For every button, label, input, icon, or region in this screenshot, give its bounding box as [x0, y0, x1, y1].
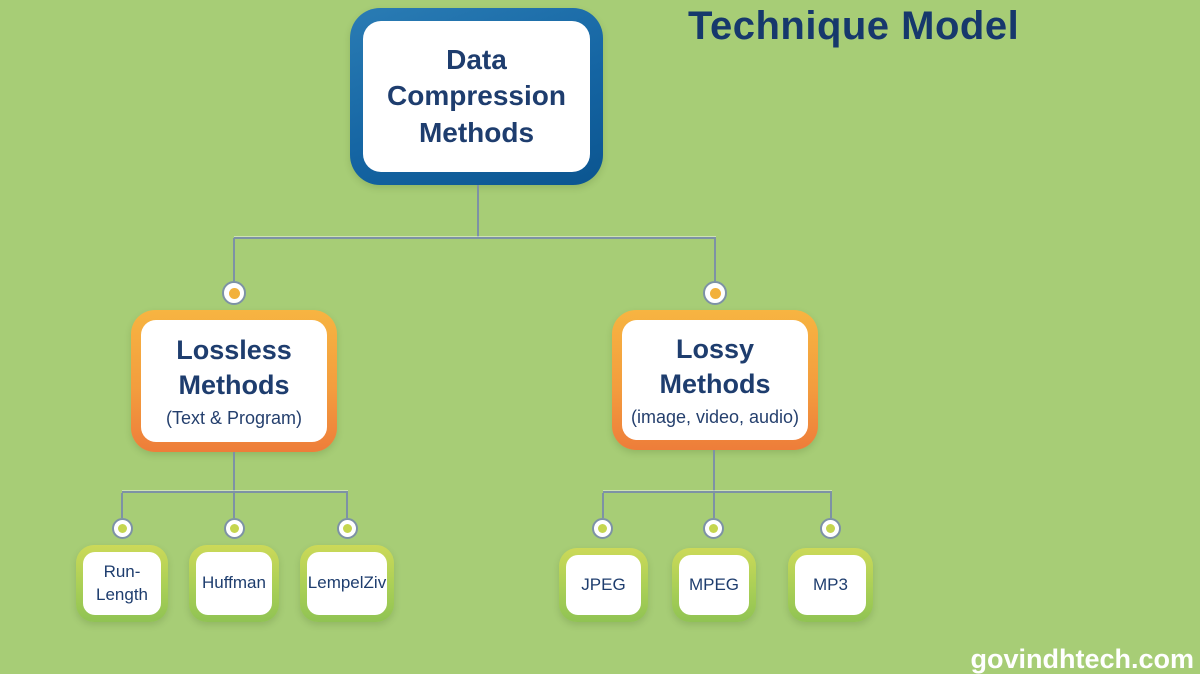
- leaf-label: MP3: [813, 574, 848, 594]
- root-node: Data Compression Methods: [350, 8, 603, 185]
- leaf-label: JPEG: [581, 574, 626, 594]
- leaf-node-inner: LempelZiv: [307, 552, 387, 615]
- leaf-node-run-length: Run-Length: [76, 545, 168, 622]
- root-node-label: Data Compression Methods: [387, 43, 566, 148]
- branch-sublabel: (image, video, audio): [630, 407, 800, 428]
- leaf-node-jpeg: JPEG: [559, 548, 648, 622]
- root-node-inner: Data Compression Methods: [363, 21, 590, 172]
- connector-dot: [343, 524, 352, 533]
- connector-dot: [228, 287, 240, 299]
- connector-line-drop: [602, 493, 604, 518]
- connector-node-lossy: [703, 281, 727, 305]
- page-title: Technique Model: [688, 4, 1020, 48]
- leaf-node-inner: MPEG: [679, 555, 749, 615]
- branch-node-lossless: Lossless Methods (Text & Program): [131, 310, 337, 452]
- branch-label: Lossy Methods: [659, 333, 771, 399]
- connector-line-drop: [121, 493, 123, 518]
- connector-dot: [118, 524, 127, 533]
- connector-line-drop: [233, 493, 235, 518]
- leaf-node-lempelziv: LempelZiv: [300, 545, 394, 622]
- connector-node-mpeg: [703, 518, 724, 539]
- leaf-node-inner: MP3: [795, 555, 866, 615]
- connector-node-huffman: [224, 518, 245, 539]
- connector-node-lempelziv: [337, 518, 358, 539]
- connector-line-right-drop: [714, 238, 716, 283]
- connector-line-drop: [346, 493, 348, 518]
- connector-line-left-drop: [233, 238, 235, 283]
- connector-line-drop: [713, 493, 715, 518]
- branch-node-lossy: Lossy Methods (image, video, audio): [612, 310, 818, 450]
- connector-node-run-length: [112, 518, 133, 539]
- branch-node-inner: Lossless Methods (Text & Program): [141, 320, 327, 442]
- connector-line-lossy-horizontal: [603, 491, 832, 493]
- connector-line-drop: [830, 493, 832, 518]
- leaf-node-mp3: MP3: [788, 548, 873, 622]
- connector-node-jpeg: [592, 518, 613, 539]
- connector-dot: [230, 524, 239, 533]
- connector-line-lossless-down: [233, 452, 235, 492]
- branch-sublabel: (Text & Program): [165, 408, 303, 429]
- leaf-node-inner: Huffman: [196, 552, 272, 615]
- leaf-label: LempelZiv: [307, 573, 387, 593]
- connector-node-mp3: [820, 518, 841, 539]
- watermark: govindhtech.com: [970, 644, 1194, 674]
- branch-label: Lossless Methods: [176, 334, 292, 400]
- connector-line-top-horizontal: [234, 237, 716, 239]
- connector-line-lossless-horizontal: [122, 491, 348, 493]
- leaf-node-mpeg: MPEG: [672, 548, 756, 622]
- connector-line-lossy-down: [713, 450, 715, 492]
- leaf-node-inner: JPEG: [566, 555, 641, 615]
- leaf-label: Huffman: [202, 573, 266, 593]
- connector-node-lossless: [222, 281, 246, 305]
- connector-line-root-down: [477, 185, 479, 238]
- leaf-node-huffman: Huffman: [189, 545, 279, 622]
- connector-dot: [709, 524, 718, 533]
- connector-dot: [598, 524, 607, 533]
- leaf-node-inner: Run-Length: [83, 552, 161, 615]
- leaf-label: Run-Length: [96, 562, 148, 604]
- connector-dot: [826, 524, 835, 533]
- branch-node-inner: Lossy Methods (image, video, audio): [622, 320, 808, 440]
- leaf-label: MPEG: [688, 574, 740, 594]
- connector-dot: [709, 287, 721, 299]
